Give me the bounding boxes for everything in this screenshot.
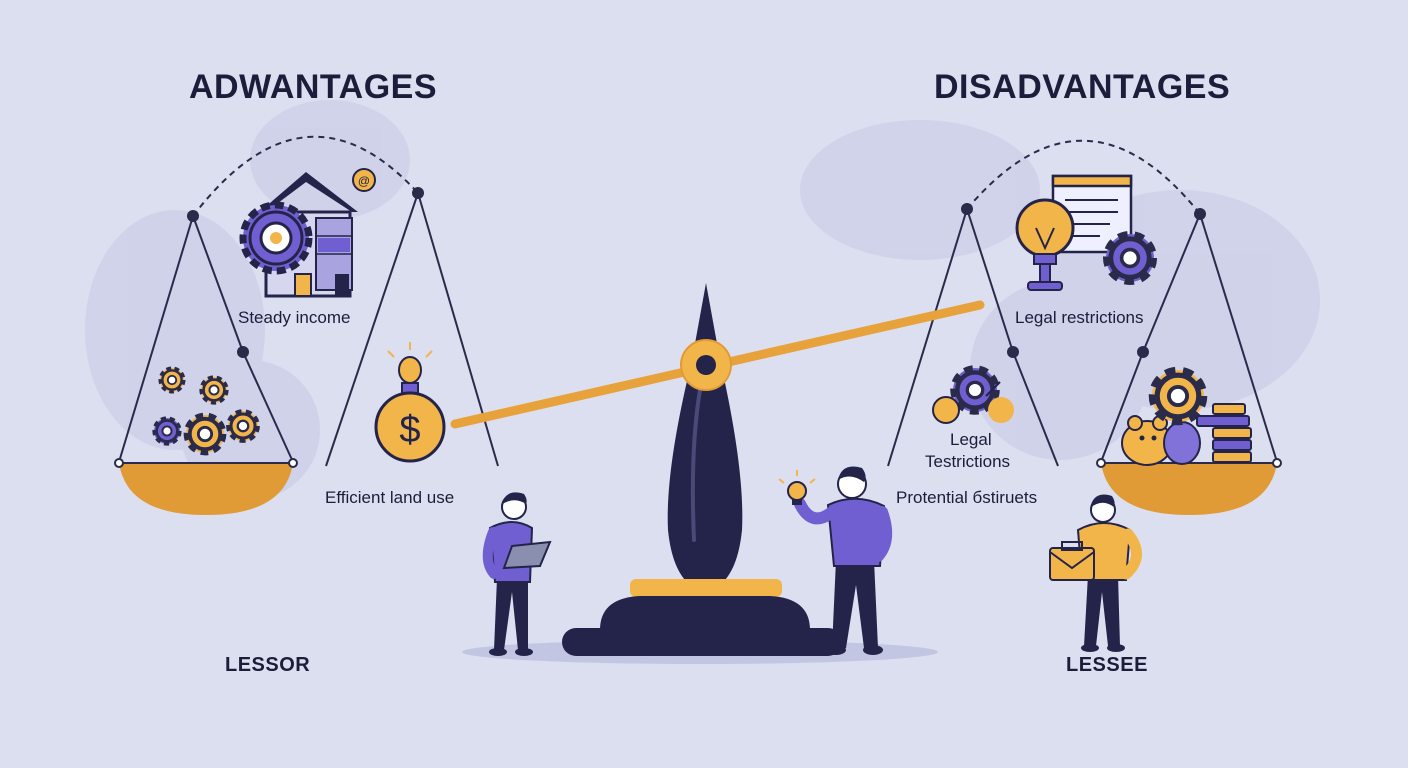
legal-testrictions-label-line2: Testrictions [925, 452, 1011, 471]
gear-icon [1152, 370, 1204, 422]
left-dashed-arc [192, 135, 419, 217]
balance-stand [462, 283, 938, 664]
steady-income-label: Steady income [238, 308, 351, 327]
lessee-person [1076, 494, 1142, 652]
efficient-land-use-label: Efficient land use [325, 488, 455, 507]
protential-estiruets-label: Protential бstiruets [896, 488, 1038, 507]
lessor-label: LESSOR [225, 654, 311, 676]
svg-text:@: @ [358, 174, 370, 188]
lessee-label: LESSEE [1066, 654, 1148, 676]
gear-icon [1106, 234, 1154, 282]
svg-text:$: $ [399, 409, 420, 451]
legal-restrictions-label: Legal restrictions [1015, 308, 1144, 327]
right-pan [1101, 463, 1277, 515]
beam-pivot [680, 339, 732, 391]
left-pan [119, 463, 293, 515]
gear-icon [239, 201, 313, 275]
briefcase-icon [1049, 541, 1095, 581]
piggy-bank-icon [1121, 415, 1201, 466]
center-person [794, 466, 893, 655]
lightbulb-icon [778, 470, 816, 505]
right-scale-joints [961, 203, 1206, 358]
coin-stack-icon [1196, 403, 1252, 463]
tablet-icon [502, 540, 552, 570]
disadvantages-heading: DISADVANTAGES [934, 68, 1231, 106]
right-scale [887, 208, 1278, 467]
dollar-bag-icon: $ [374, 342, 446, 463]
gear-link-icon [932, 368, 1014, 424]
lessor-person [482, 492, 534, 656]
left-scale-joints [187, 187, 424, 358]
lightbulb-icon [1015, 198, 1075, 291]
legal-testrictions-label-line1: Legal [950, 430, 992, 449]
advantages-heading: ADWANTAGES [189, 68, 438, 106]
